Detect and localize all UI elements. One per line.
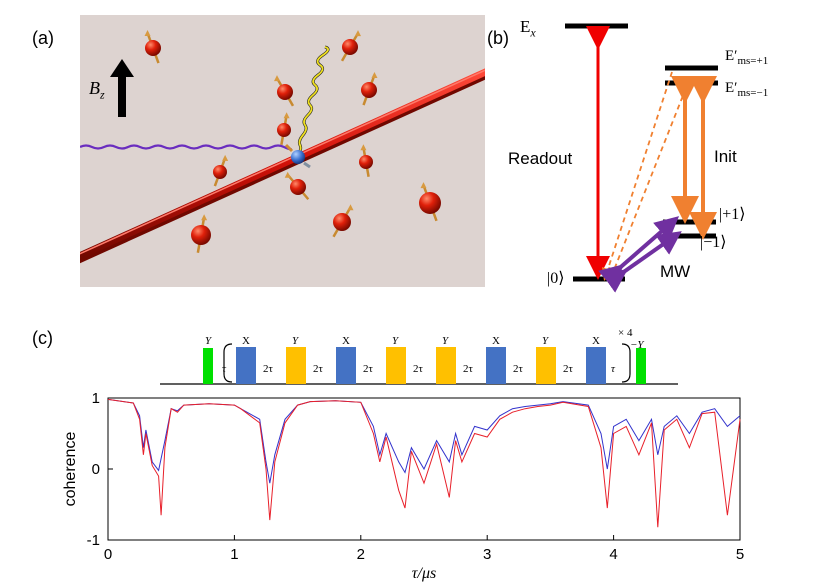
x-tick-label: 5: [736, 546, 744, 563]
pulse-label-1: X: [242, 335, 250, 347]
x-tick-label: 2: [357, 546, 365, 563]
gap-label-4: 2τ: [413, 363, 424, 375]
spin-ball: [277, 123, 291, 137]
pulse-5: [436, 347, 456, 384]
label-eminus: E′ms=−1: [725, 80, 769, 99]
pulse-label-2: Y: [292, 335, 300, 347]
label-readout: Readout: [508, 149, 573, 168]
pulse-last: [636, 348, 646, 384]
panel-label-a: (a): [32, 28, 54, 48]
gap-label-2: 2τ: [313, 363, 324, 375]
coupling-wave: [296, 45, 330, 156]
y-tick-label: -1: [87, 532, 100, 549]
pulse-first-label: Y: [205, 335, 213, 347]
x-tick-label: 3: [483, 546, 491, 563]
spin-ball: [290, 179, 306, 195]
pulse-2: [286, 347, 306, 384]
spin-ball: [419, 192, 441, 214]
pulse-label-4: Y: [392, 335, 400, 347]
label-ket-minus1: |−1⟩: [700, 234, 727, 251]
y-tick-label: 1: [92, 390, 100, 407]
spin-arrowhead: [360, 144, 367, 151]
y-axis-label: coherence: [62, 432, 79, 507]
pulse-label-3: X: [342, 335, 350, 347]
decay-dashed-2: [608, 87, 687, 281]
gap-label-1: 2τ: [263, 363, 274, 375]
repeat-label: × 4: [618, 327, 633, 339]
gap-label-3: 2τ: [363, 363, 374, 375]
spin-arrowhead: [347, 204, 354, 211]
x-tick-label: 4: [609, 546, 617, 563]
waveguide-rod: [80, 68, 485, 264]
label-init: Init: [714, 147, 737, 166]
label-mw: MW: [660, 262, 691, 281]
scene-svg: [80, 29, 485, 264]
tau-first: τ: [222, 363, 227, 375]
energy-level-diagram: [565, 23, 718, 293]
spin-arrowhead: [274, 75, 280, 82]
x-tick-label: 1: [230, 546, 238, 563]
label-ket-plus1: |+1⟩: [719, 206, 746, 223]
pulse-first: [203, 348, 213, 384]
gap-label-5: 2τ: [463, 363, 474, 375]
y-tick-label: 0: [92, 461, 100, 478]
spin-ball: [213, 165, 227, 179]
pulse-6: [486, 347, 506, 384]
spin-arrowhead: [355, 30, 361, 37]
nv-center: [284, 143, 311, 169]
tau-last: τ: [611, 363, 616, 375]
spin-ball: [277, 84, 293, 100]
microwave-wave: [80, 144, 293, 151]
spin-arrowhead: [222, 154, 229, 161]
pulse-label-6: X: [492, 335, 500, 347]
spin-ball: [359, 155, 373, 169]
spin-arrowhead: [371, 71, 378, 78]
bath-spins: [144, 29, 441, 253]
pulse-label-8: X: [592, 335, 600, 347]
panel-label-b: (b): [487, 28, 509, 48]
spin-ball: [145, 40, 161, 56]
spin-ball: [333, 213, 351, 231]
pulse-label-7: Y: [542, 335, 550, 347]
spin-arrowhead: [144, 29, 151, 36]
label-ex: Ex: [520, 17, 536, 40]
spin-ball: [361, 82, 377, 98]
repeat-bracket-right: [621, 343, 631, 383]
pulse-sequence: Yτ X 2τ Y 2τ X 2τ Y 2τ Y 2τ X 2τ Y 2τ Xτ × 4−Y: [160, 327, 678, 385]
x-tick-label: 0: [104, 546, 112, 563]
mw-arrow-minus: [601, 231, 682, 293]
field-label: Bz: [89, 78, 105, 102]
pulse-label-5: Y: [442, 335, 450, 347]
spin-arrowhead: [420, 182, 427, 189]
pulse-3: [336, 347, 356, 384]
magnetic-field-arrow: [110, 59, 134, 117]
gap-label-7: 2τ: [563, 363, 574, 375]
spin-arrowhead: [284, 171, 291, 178]
pulse-1: [236, 347, 256, 384]
nv-spin-bath-illustration: [80, 15, 485, 287]
gap-label-6: 2τ: [513, 363, 524, 375]
pulse-7: [536, 347, 556, 384]
panel-label-c: (c): [32, 328, 53, 348]
spin-ball: [191, 225, 211, 245]
pulse-4: [386, 347, 406, 384]
pulse-last-label: −Y: [630, 339, 645, 351]
series-line-2: [107, 398, 741, 528]
label-eplus: E′ms=+1: [725, 48, 769, 67]
label-ket-zero: |0⟩: [547, 270, 565, 287]
spin-ball: [342, 39, 358, 55]
series-line-1: [107, 398, 741, 484]
repeat-bracket-left: [223, 343, 233, 383]
pulse-8: [586, 347, 606, 384]
spin-arrowhead: [283, 112, 290, 119]
x-axis-label: τ/μs: [412, 565, 436, 582]
spin-arrowhead: [201, 214, 208, 221]
